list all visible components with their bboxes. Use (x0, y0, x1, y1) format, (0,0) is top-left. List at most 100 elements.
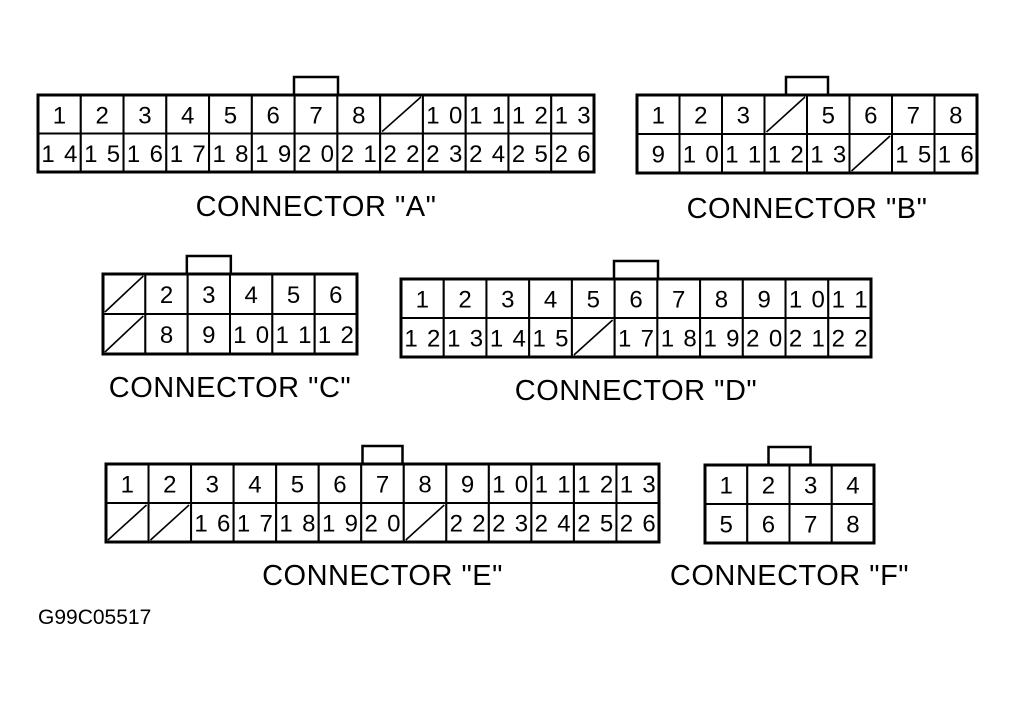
latch-tab (292, 75, 340, 97)
pin-cell: 24 (530, 502, 575, 543)
pin-number: 2 (694, 103, 707, 130)
pin-cell: 4 (528, 278, 573, 319)
pin-cell: 13 (615, 463, 661, 504)
pin-cell: 5 (271, 273, 316, 315)
pin-number: 8 (949, 103, 962, 130)
pin-number: 9 (202, 322, 215, 349)
unused-pin-cell (848, 133, 893, 174)
latch-tab (612, 259, 660, 281)
pin-number: 5 (587, 287, 600, 314)
pin-number: 5 (224, 102, 237, 129)
pin-cell: 6 (317, 463, 363, 504)
pin-cell: 7 (891, 94, 936, 135)
pin-number: 5 (287, 282, 300, 309)
pin-number: 4 (846, 473, 859, 500)
pin-cell: 12 (400, 317, 445, 358)
pin-cell: 8 (144, 313, 189, 355)
pin-cell: 5 (208, 94, 253, 135)
pin-number: 7 (376, 472, 389, 499)
pin-cell: 10 (784, 278, 830, 319)
pin-cell: 11 (530, 463, 575, 504)
pin-cell: 14 (485, 317, 531, 358)
pin-number: 8 (160, 322, 173, 349)
unused-pin-slash (850, 135, 891, 172)
connector-label: CONNECTOR "B" (687, 193, 928, 225)
pin-number: 9 (461, 472, 474, 499)
unused-pin-slash (150, 504, 190, 541)
pin-cell: 12 (507, 94, 553, 135)
unused-pin-slash (405, 504, 445, 541)
pin-cell: 22 (827, 317, 872, 358)
pin-cell: 13 (550, 94, 596, 135)
connector-label: CONNECTOR "C" (109, 372, 351, 404)
pin-cell: 2 (147, 463, 193, 504)
pin-cell: 8 (402, 463, 448, 504)
pin-cell: 12 (572, 463, 618, 504)
pin-cell: 4 (830, 464, 875, 505)
unused-pin-slash (104, 275, 144, 313)
pin-cell: 20 (293, 132, 339, 173)
pin-cell: 10 (229, 313, 274, 355)
pin-cell: 1 (704, 464, 749, 505)
pin-number: 8 (418, 472, 431, 499)
pin-cell: 19 (699, 317, 744, 358)
pin-number: 3 (138, 102, 151, 129)
pin-cell: 22 (379, 132, 424, 173)
pin-cell: 3 (190, 463, 235, 504)
pin-cell: 3 (122, 94, 168, 135)
pin-cell: 6 (250, 94, 296, 135)
pin-cell: 7 (788, 503, 833, 544)
pin-cell: 3 (721, 94, 766, 135)
pin-number: 8 (846, 512, 859, 539)
pin-number: 2 (762, 473, 775, 500)
latch-tab (767, 445, 812, 467)
pin-cell: 6 (613, 278, 659, 319)
pin-number: 3 (202, 282, 215, 309)
pin-cell: 21 (336, 132, 382, 173)
pin-cell: 2 (678, 94, 723, 135)
pin-cell: 19 (317, 502, 363, 543)
pin-cell: 2 (746, 464, 791, 505)
pin-number: 6 (762, 512, 775, 539)
pin-number: 1 (416, 287, 429, 314)
pin-cell: 15 (891, 133, 936, 174)
connector-outline (101, 272, 359, 356)
pin-cell: 5 (806, 94, 851, 135)
pin-cell: 6 (848, 94, 893, 135)
pin-number: 5 (822, 103, 835, 130)
unused-pin-cell (105, 502, 150, 543)
pin-cell: 10 (487, 463, 533, 504)
pin-cell: 3 (788, 464, 833, 505)
pin-number: 2 (95, 102, 108, 129)
pin-cell: 8 (933, 94, 978, 135)
pin-cell: 25 (572, 502, 618, 543)
pin-cell: 18 (656, 317, 702, 358)
pin-cell: 7 (293, 94, 339, 135)
pin-cell: 11 (721, 133, 766, 174)
pin-cell: 7 (656, 278, 702, 319)
pin-number: 1 (121, 472, 134, 499)
unused-pin-cell (763, 94, 808, 135)
pin-cell: 1 (636, 94, 681, 135)
latch-tab (784, 75, 830, 97)
pin-number: 6 (333, 472, 346, 499)
pin-cell: 7 (360, 463, 405, 504)
unused-pin-slash (104, 315, 144, 353)
pin-cell: 6 (313, 273, 358, 315)
pin-cell: 17 (165, 132, 211, 173)
connector-outline (635, 93, 979, 175)
pin-cell: 20 (741, 317, 787, 358)
pin-cell: 9 (636, 133, 681, 174)
unused-pin-cell (147, 502, 193, 543)
pin-number: 4 (248, 472, 261, 499)
pin-cell: 26 (615, 502, 661, 543)
pin-number: 8 (352, 102, 365, 129)
pin-number: 4 (544, 287, 557, 314)
pin-cell: 24 (464, 132, 510, 173)
pin-cell: 12 (763, 133, 808, 174)
